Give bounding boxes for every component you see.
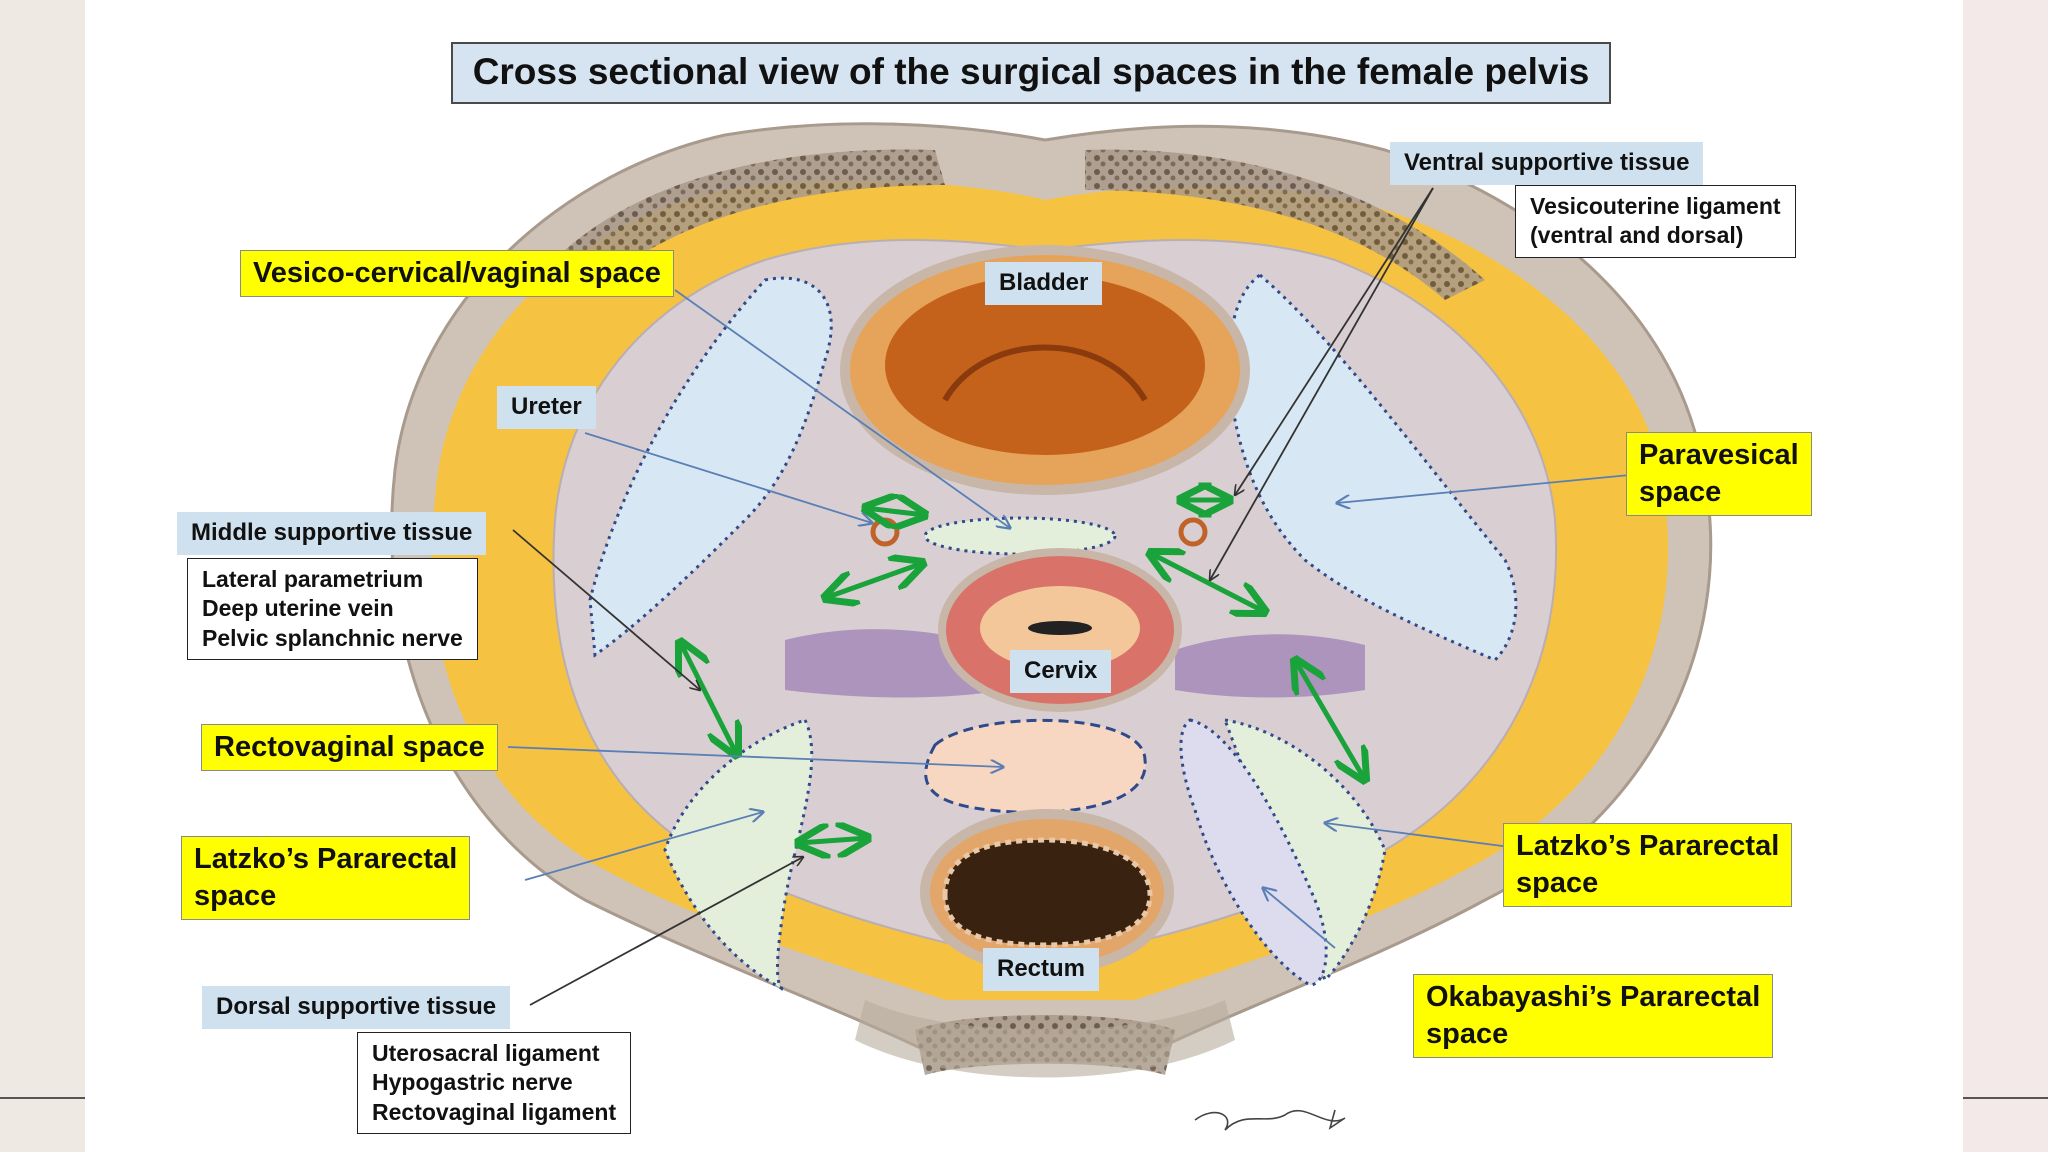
latzko-pararectal-space-right-label: Latzko’s Pararectal space — [1503, 823, 1793, 908]
rectum-lumen — [942, 837, 1153, 948]
okabayashi-line: space — [1426, 1018, 1509, 1051]
artist-signature — [1194, 1109, 1346, 1131]
dorsal-supportive-tissue-details: Uterosacral ligament Hypogastric nerve R… — [357, 1032, 632, 1135]
ureter-label: Ureter — [497, 386, 596, 429]
cervix-canal — [1028, 621, 1092, 635]
middle-tissue-arrow-left — [825, 563, 923, 598]
ventral-supportive-tissue-label: Ventral supportive tissue — [1390, 142, 1704, 185]
pubic-bone-right — [1085, 149, 1485, 300]
rectovaginal-space — [924, 718, 1147, 814]
paravesical-line: space — [1639, 476, 1722, 509]
slide-rule-left — [0, 1097, 85, 1099]
slide-rule-right — [1963, 1097, 2048, 1099]
middle-detail-line: Lateral parametrium — [202, 566, 424, 592]
okabayashi-line: Okabayashi’s Pararectal — [1426, 981, 1761, 1013]
middle-detail-line: Deep uterine vein — [202, 595, 394, 622]
middle-supportive-tissue-label: Middle supportive tissue — [177, 512, 487, 555]
bladder-label: Bladder — [985, 262, 1103, 305]
slide-right-margin — [1963, 0, 2048, 1152]
latzko-left-line: space — [194, 880, 277, 913]
middle-tissue-arrow-right — [1150, 553, 1265, 612]
bladder-lumen — [885, 275, 1205, 455]
dorsal-detail-line: Hypogastric nerve — [372, 1069, 573, 1096]
leader-latzko-left — [524, 812, 763, 881]
sacrum-base — [855, 1000, 1235, 1078]
latzko-right-line: space — [1516, 867, 1599, 900]
pubic-bone-left — [565, 149, 945, 280]
paravesical-space-right — [1227, 273, 1518, 662]
dorsal-detail-line: Uterosacral ligament — [372, 1040, 600, 1066]
latzko-pararectal-space-left — [663, 718, 814, 992]
okabayashi-pararectal-space — [1179, 718, 1328, 987]
paravesical-space-left — [588, 276, 833, 658]
bladder-trigone — [942, 344, 1148, 402]
leader-middle-tissue — [512, 529, 700, 690]
pelvis-illustration — [390, 122, 1713, 1131]
latzko-left-line: Latzko’s Pararectal — [194, 843, 458, 875]
vesico-cervical-space-label: Vesico-cervical/vaginal space — [240, 250, 674, 298]
leader-ventral-tissue-1 — [1235, 187, 1434, 495]
leader-paravesical — [1337, 474, 1631, 503]
paravesical-line: Paravesical — [1639, 439, 1799, 471]
leader-okabayashi — [1263, 888, 1336, 949]
diagram-panel: Cross sectional view of the surgical spa… — [85, 0, 1963, 1152]
rectovaginal-space-label: Rectovaginal space — [201, 724, 498, 772]
okabayashi-pararectal-space-label: Okabayashi’s Pararectal space — [1413, 974, 1774, 1059]
vesico-cervical-space-text: Vesico-cervical/vaginal space — [253, 257, 661, 289]
ureter-right — [1178, 517, 1208, 547]
paravesical-space-label: Paravesical space — [1626, 432, 1812, 517]
middle-detail-line: Pelvic splanchnic nerve — [202, 624, 463, 651]
leader-ureter — [584, 432, 872, 523]
ventral-tissue-arrow-left — [865, 508, 925, 515]
leader-latzko-right — [1325, 823, 1511, 848]
paracolpium-arrow-left — [680, 642, 737, 755]
paracolpium-arrow-right — [1295, 660, 1365, 780]
leader-rectovaginal — [507, 746, 1003, 767]
diagram-title: Cross sectional view of the surgical spa… — [451, 42, 1611, 104]
ventral-detail-line: Vesicouterine ligament — [1530, 193, 1781, 219]
latzko-pararectal-space-left-label: Latzko’s Pararectal space — [181, 836, 471, 921]
middle-supportive-tissue-details: Lateral parametrium Deep uterine vein Pe… — [187, 558, 478, 661]
dorsal-tissue-arrow — [798, 838, 868, 843]
vesico-cervical-space — [923, 516, 1117, 556]
cardinal-ligament-right — [1175, 634, 1365, 698]
rectum-label: Rectum — [983, 948, 1100, 991]
dorsal-supportive-tissue-label: Dorsal supportive tissue — [202, 986, 511, 1029]
ventral-supportive-tissue-details: Vesicouterine ligament (ventral and dors… — [1515, 185, 1796, 258]
leader-ventral-tissue-2 — [1210, 187, 1434, 580]
leader-vesico-cervical — [674, 289, 1010, 528]
cervix-label: Cervix — [1010, 650, 1112, 693]
dorsal-detail-line: Rectovaginal ligament — [372, 1098, 617, 1125]
rectovaginal-space-text: Rectovaginal space — [214, 731, 485, 763]
leader-dorsal-tissue — [529, 857, 803, 1006]
latzko-right-line: Latzko’s Pararectal — [1516, 830, 1780, 862]
ventral-detail-line: (ventral and dorsal) — [1530, 222, 1744, 249]
